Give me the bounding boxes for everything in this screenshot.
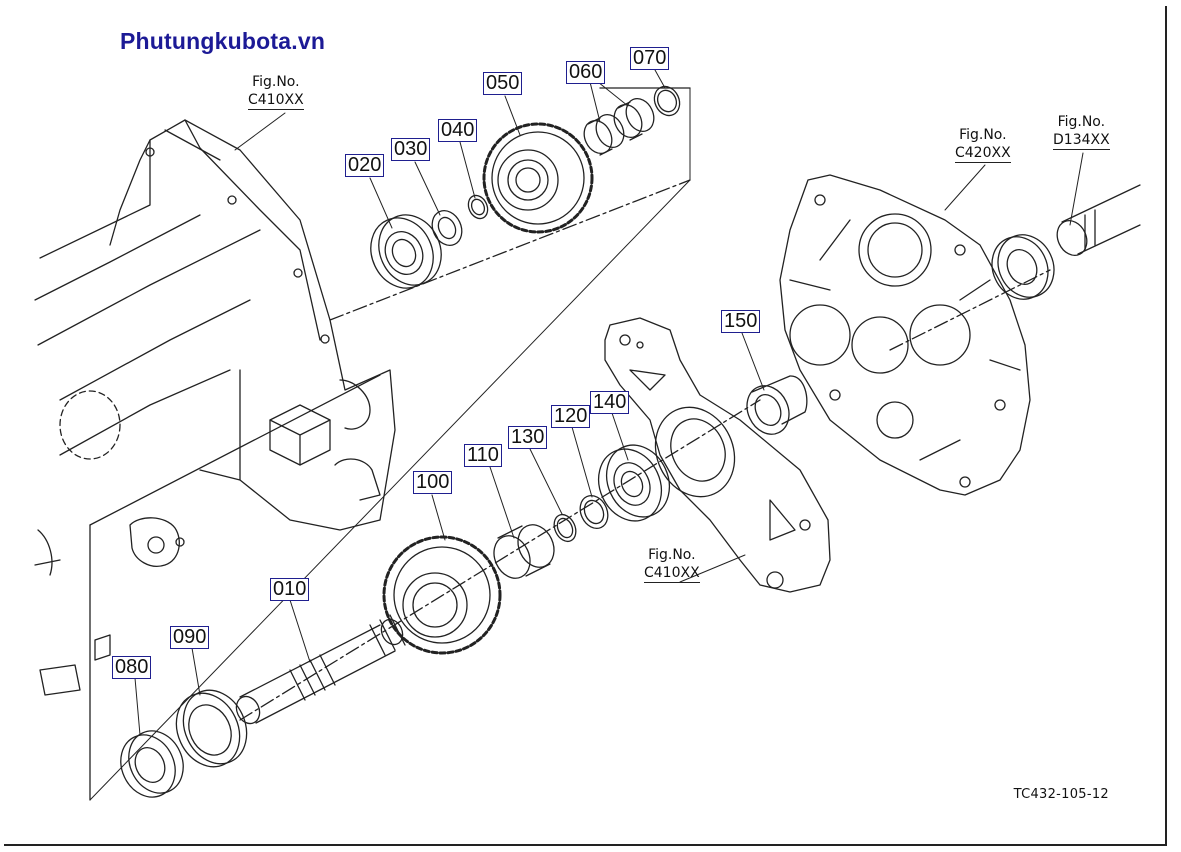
washer-030-drawing [431,209,463,247]
sleeve-150-drawing [746,375,808,435]
part-label-150[interactable]: 150 [721,310,761,333]
part-label-040[interactable]: 040 [438,119,478,142]
part-label-100[interactable]: 100 [413,471,453,494]
bearing-080-drawing [120,730,184,798]
washer-120-drawing [579,494,609,530]
needle-bearing-060-drawing [583,97,655,156]
part-label-020[interactable]: 020 [345,154,385,177]
gear-100-drawing [382,535,502,655]
figure-ref-d134: Fig.No. D134XX [1053,114,1110,150]
circlip-130-drawing [553,513,577,543]
part-label-080[interactable]: 080 [112,656,152,679]
bracket-drawing [604,317,831,593]
shaft-010-drawing [235,614,406,725]
figure-ref-c410-bracket: Fig.No. C410XX [644,547,700,583]
watermark-text: Phutungkubota.vn [120,28,326,54]
bearing-140-drawing [597,444,671,522]
transmission-case-drawing [34,119,396,801]
needle-bearing-110-drawing [493,524,555,579]
part-label-130[interactable]: 130 [508,426,548,449]
part-label-110[interactable]: 110 [464,444,502,467]
part-label-060[interactable]: 060 [566,61,606,84]
gear-050-drawing [482,122,594,234]
part-label-050[interactable]: 050 [483,72,523,95]
part-label-010[interactable]: 010 [270,578,310,601]
gear-case-cover-drawing [779,174,1031,496]
part-label-030[interactable]: 030 [391,138,431,161]
circlip-040-drawing [467,194,489,220]
part-label-120[interactable]: 120 [551,405,591,428]
figure-ref-c410-top: Fig.No. C410XX [248,74,304,110]
hub-090-drawing [175,689,248,768]
diagram-frame [4,6,1167,846]
diagram-code: TC432-105-12 [1013,787,1109,802]
shaft-d134-drawing [1056,184,1141,257]
part-label-140[interactable]: 140 [590,391,630,414]
leader-lines [134,69,1084,736]
part-label-090[interactable]: 090 [170,626,210,649]
part-label-070[interactable]: 070 [630,47,670,70]
figure-ref-c420: Fig.No. C420XX [955,127,1011,163]
bearing-020-drawing [370,214,442,289]
